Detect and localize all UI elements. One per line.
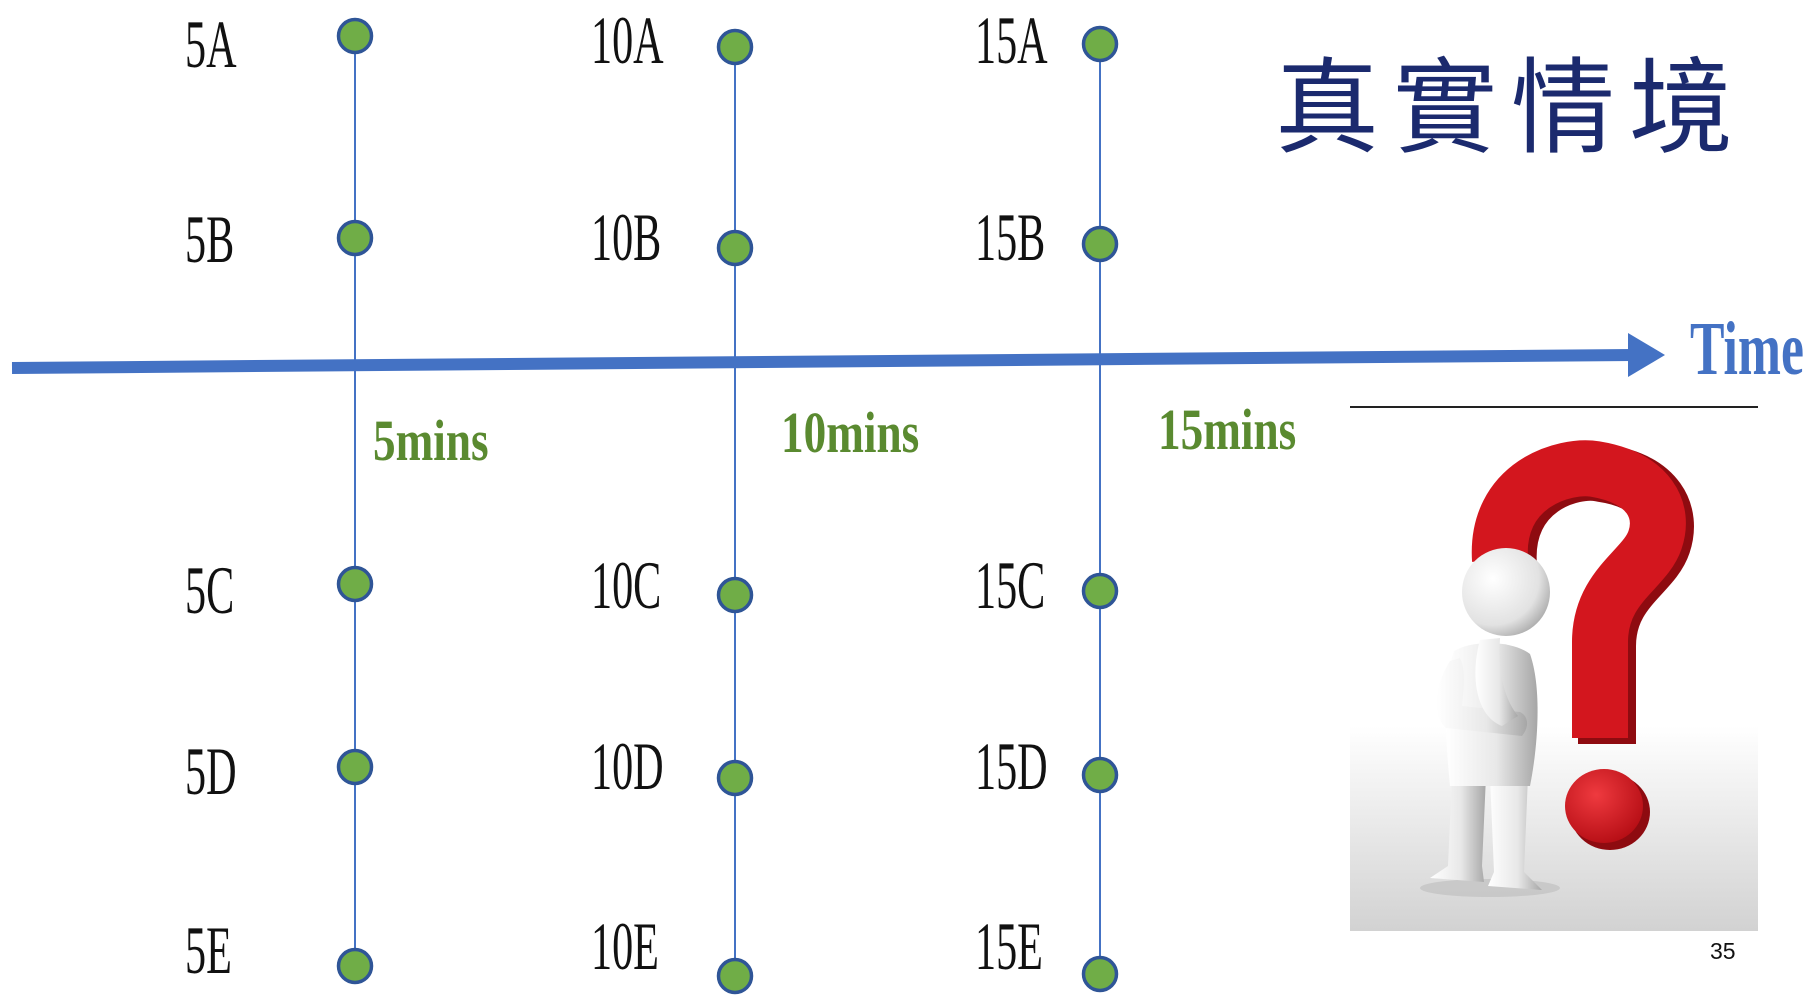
stop-dot-5C [336,565,374,603]
thinking-person-icon [1420,548,1560,897]
time-axis-arrowhead [1628,333,1665,377]
stop-label-5B: 5B [185,201,235,277]
stop-label-10D: 10D [591,728,664,804]
stop-label-5E: 5E [185,912,232,988]
stop-label-5C: 5C [185,552,235,628]
stop-dot-5B [336,219,374,257]
stop-label-5D: 5D [185,733,237,809]
interval-label-15mins: 15mins [1158,397,1297,462]
stops-15mins [1081,25,1119,993]
stop-label-5A: 5A [185,6,237,82]
time-axis-label: Time [1690,307,1804,391]
stop-dot-15D [1081,756,1119,794]
stop-dot-10A [716,28,754,66]
stop-dot-10C [716,576,754,614]
stop-label-15D: 15D [975,728,1048,804]
illustration-floor [1350,726,1758,931]
stop-dot-5D [336,748,374,786]
stop-dot-15B [1081,225,1119,263]
stop-dot-15E [1081,955,1119,993]
stop-dot-10B [716,229,754,267]
stop-label-15E: 15E [975,908,1043,984]
stop-dot-5A [336,17,374,55]
stop-dot-15C [1081,572,1119,610]
stops-10mins [716,28,754,995]
interval-label-10mins: 10mins [781,400,920,465]
thinking-person-question-mark-icon [1350,426,1758,931]
stop-label-15C: 15C [975,547,1046,623]
time-axis-line [11,349,1634,374]
stop-label-10B: 10B [591,199,662,275]
stop-dot-5E [336,947,374,985]
slide-title: 真實情境 [1275,47,1748,169]
question-mark-icon [1471,440,1694,850]
stop-dot-10E [716,957,754,995]
stop-label-10A: 10A [591,2,664,78]
title-divider [1350,406,1758,408]
stop-label-10C: 10C [591,547,662,623]
stop-dot-15A [1081,25,1119,63]
stop-label-15A: 15A [975,2,1048,78]
stop-label-15B: 15B [975,199,1046,275]
stops-5mins [336,17,374,985]
interval-label-5mins: 5mins [373,408,489,473]
stop-label-10E: 10E [591,908,659,984]
stop-dot-10D [716,759,754,797]
page-number: 35 [1710,938,1736,964]
